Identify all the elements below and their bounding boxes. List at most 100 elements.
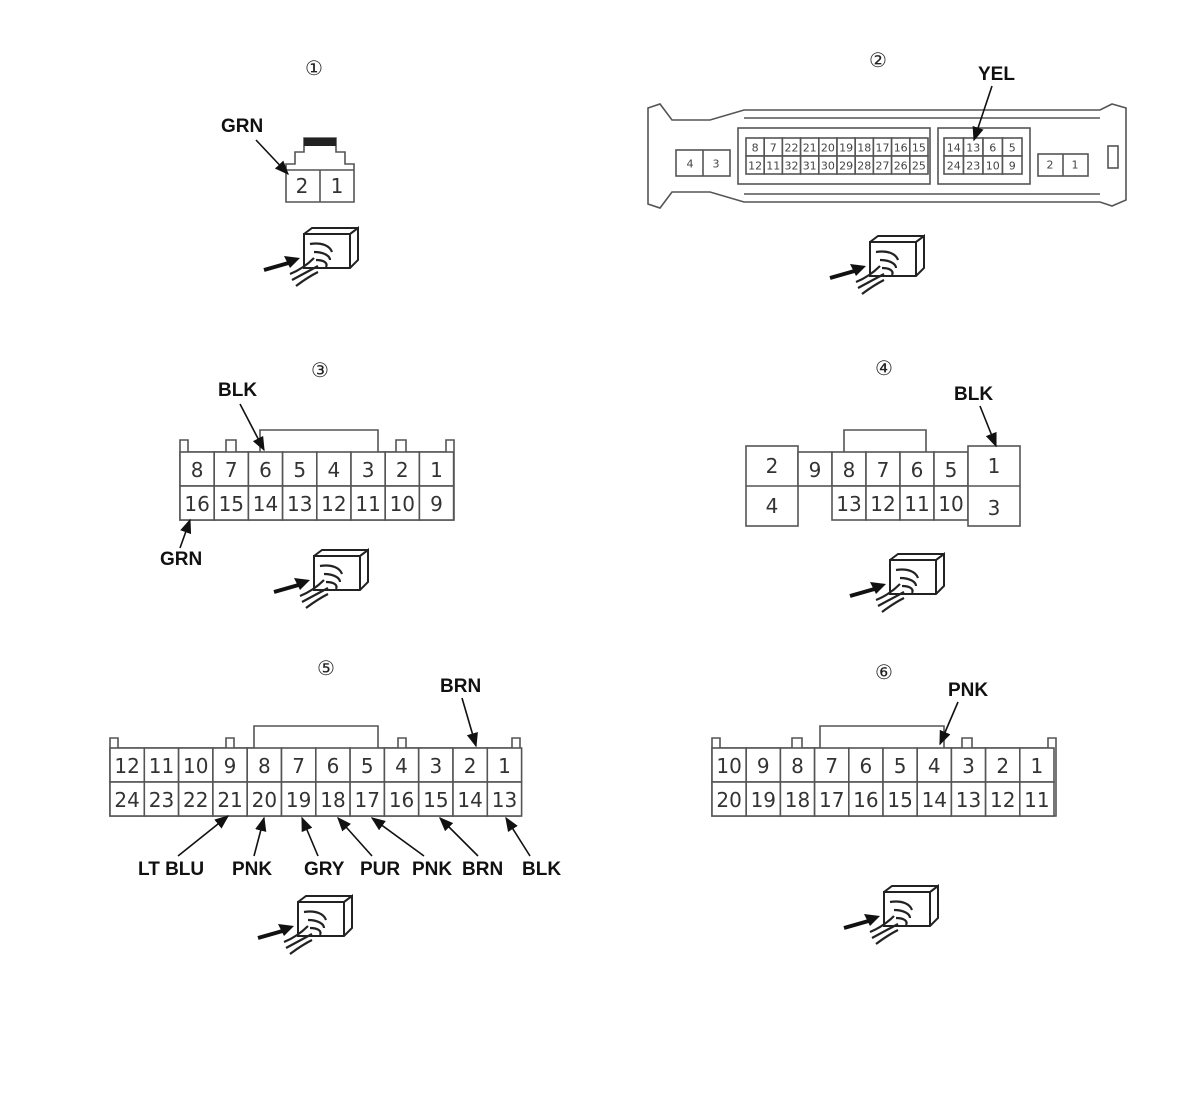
top-row-pin-label: 5 — [894, 754, 907, 778]
bottom-row-pin-label: 19 — [751, 788, 776, 812]
pin-label: 2 — [1047, 159, 1054, 172]
bottom-row-cell — [984, 781, 1021, 817]
mid-bottom-cell — [1001, 155, 1023, 175]
wire-color-label: BLK — [218, 380, 257, 401]
connector-number: ③ — [311, 358, 329, 382]
bottom-row-pin-label: 15 — [423, 788, 448, 812]
connector-number: ② — [869, 48, 887, 72]
top-row-cell — [314, 747, 351, 783]
bottom-row-cell — [280, 781, 317, 817]
top-row-pin-label: 8 — [791, 754, 804, 778]
bottom-row-cell — [418, 485, 455, 521]
wire-color-label: GRN — [160, 549, 202, 570]
bottom-row-pin-label: 18 — [320, 788, 345, 812]
bottom-row-cell — [247, 485, 284, 521]
bottom-row-pin-label: 16 — [184, 492, 209, 516]
main-bottom-pin-label: 27 — [876, 160, 890, 173]
connector-housing — [285, 137, 355, 203]
mid-top-pin-label: 6 — [989, 142, 996, 155]
top-row-pin-label: 5 — [945, 458, 958, 482]
top-row-pin-label: 8 — [258, 754, 271, 778]
top-row-pin-label: 4 — [395, 754, 408, 778]
main-bottom-pin-label: 25 — [912, 160, 926, 173]
top-row-cell — [984, 747, 1021, 783]
wire-pointer-arrow — [438, 816, 479, 857]
top-row-pin-label: 7 — [825, 754, 838, 778]
top-row-cell — [349, 747, 386, 783]
top-row-cell — [899, 451, 935, 487]
bottom-row-pin-label: 13 — [956, 788, 981, 812]
bottom-row-pin-label: 22 — [183, 788, 208, 812]
wire-color-label: PUR — [360, 859, 400, 880]
mid-top-pin-label: 14 — [947, 142, 961, 155]
pin-label: 3 — [713, 158, 720, 171]
main-bottom-pin-label: 28 — [857, 160, 871, 173]
terminal-side-view-icon — [849, 552, 945, 613]
pin-label: 2 — [296, 174, 309, 198]
top-row-pin-label: 2 — [396, 458, 409, 482]
bottom-row-pin-label: 11 — [355, 492, 380, 516]
bottom-row-pin-label: 11 — [1024, 788, 1049, 812]
top-row-cell — [882, 747, 919, 783]
terminal-side-view-icon — [263, 226, 359, 287]
bottom-row-pin-label: 16 — [853, 788, 878, 812]
mid-bottom-pin-label: 24 — [947, 160, 961, 173]
wire-color-label: PNK — [232, 859, 272, 880]
top-row-pin-label: 5 — [293, 458, 306, 482]
top-row-pin-label: 5 — [361, 754, 374, 778]
wire-pointer-arrow — [505, 816, 531, 857]
bottom-row-cell — [486, 781, 523, 817]
top-row-pin-label: 6 — [911, 458, 924, 482]
wire-pointer-arrow — [179, 518, 192, 549]
bottom-row-pin-label: 16 — [389, 788, 414, 812]
bottom-row-cell — [177, 781, 214, 817]
bottom-row-pin-label: 17 — [819, 788, 844, 812]
main-bottom-pin-label: 29 — [839, 160, 853, 173]
top-row-cell — [383, 747, 420, 783]
top-row-pin-label: 1 — [498, 754, 511, 778]
bottom-row-cell — [916, 781, 953, 817]
wire-color-label: PNK — [412, 859, 452, 880]
bottom-row-pin-label: 17 — [355, 788, 380, 812]
bottom-row-cell — [899, 485, 935, 521]
terminal-side-view-icon — [843, 884, 939, 945]
bottom-row-pin-label: 14 — [253, 492, 278, 516]
top-row-pin-label: 9 — [809, 458, 822, 482]
pin-label: 3 — [988, 496, 1001, 520]
main-top-pin-label: 8 — [752, 142, 759, 155]
main-top-pin-label: 16 — [894, 142, 908, 155]
terminal-side-view-icon — [273, 548, 369, 609]
main-bottom-pin-label: 12 — [748, 160, 762, 173]
bottom-row-cell — [933, 485, 969, 521]
bottom-row-pin-label: 10 — [390, 492, 415, 516]
terminal-side-view-icon — [829, 234, 925, 295]
mid-top-pin-label: 5 — [1009, 142, 1016, 155]
top-row-pin-label: 4 — [328, 458, 341, 482]
top-row-pin-label: 7 — [292, 754, 305, 778]
top-row-pin-label: 4 — [928, 754, 941, 778]
bottom-row-cell — [831, 485, 867, 521]
main-top-pin-label: 19 — [839, 142, 853, 155]
bottom-row-pin-label: 12 — [870, 492, 895, 516]
top-row-cell — [281, 451, 318, 487]
main-top-pin-label: 17 — [876, 142, 890, 155]
main-bottom-pin-label: 26 — [894, 160, 908, 173]
top-row-pin-label: 9 — [224, 754, 237, 778]
connector-number: ① — [305, 56, 323, 80]
bottom-row-pin-label: 24 — [114, 788, 139, 812]
top-row-cell — [247, 451, 284, 487]
mid-bottom-pin-label: 10 — [986, 160, 1000, 173]
bottom-row-pin-label: 13 — [287, 492, 312, 516]
wire-color-label: BLK — [522, 859, 561, 880]
pin-label: 1 — [331, 174, 344, 198]
pin-label: 2 — [766, 454, 779, 478]
wire-pointer-arrow — [255, 139, 289, 176]
top-row-pin-label: 7 — [225, 458, 238, 482]
bottom-row-cell — [779, 781, 816, 817]
bottom-row-cell — [745, 781, 782, 817]
bottom-row-pin-label: 12 — [321, 492, 346, 516]
main-bottom-pin-label: 32 — [785, 160, 799, 173]
wire-color-label: GRN — [221, 116, 263, 137]
wire-pointer-arrow — [972, 85, 993, 142]
